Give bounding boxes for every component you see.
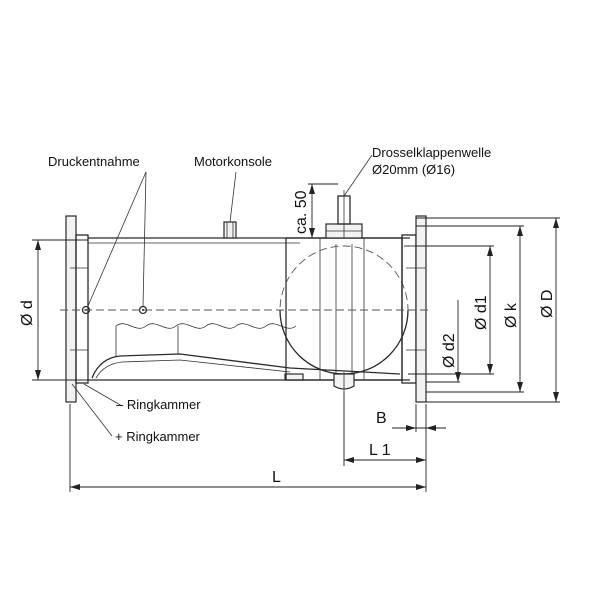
dim-d2-label: Ø d2	[441, 333, 458, 368]
dim-D-label: Ø D	[539, 290, 556, 318]
shaft-label-line1: Drosselklappenwelle	[372, 145, 491, 160]
dim-d-label: Ø d	[19, 300, 36, 326]
plus-chamber-label: + Ringkammer	[115, 429, 201, 444]
pressure-tap-label: Druckentnahme	[48, 154, 140, 169]
dim-L-label: L	[272, 469, 281, 486]
shaft-label-line2: Ø20mm (Ø16)	[372, 162, 455, 177]
break-line	[115, 323, 297, 329]
leader-lines	[71, 154, 373, 437]
dim-d1-label: Ø d1	[473, 295, 490, 330]
right-flange	[401, 215, 427, 403]
pipe-body	[88, 237, 410, 381]
motor-bracket-label: Motorkonsole	[194, 154, 272, 169]
left-flange	[65, 215, 89, 403]
dim-k-label: Ø k	[503, 302, 520, 328]
damper-shaft	[325, 190, 363, 239]
extension-lines	[32, 183, 560, 492]
dimension-lines	[35, 184, 559, 490]
ring-chamber	[91, 326, 401, 381]
dim-L1-label: L 1	[369, 442, 391, 459]
motor-bracket	[223, 221, 237, 239]
minus-chamber-label: – Ringkammer	[116, 397, 201, 412]
dim-B-label: B	[376, 410, 387, 427]
dim-ca50-label: ca. 50	[293, 190, 310, 234]
